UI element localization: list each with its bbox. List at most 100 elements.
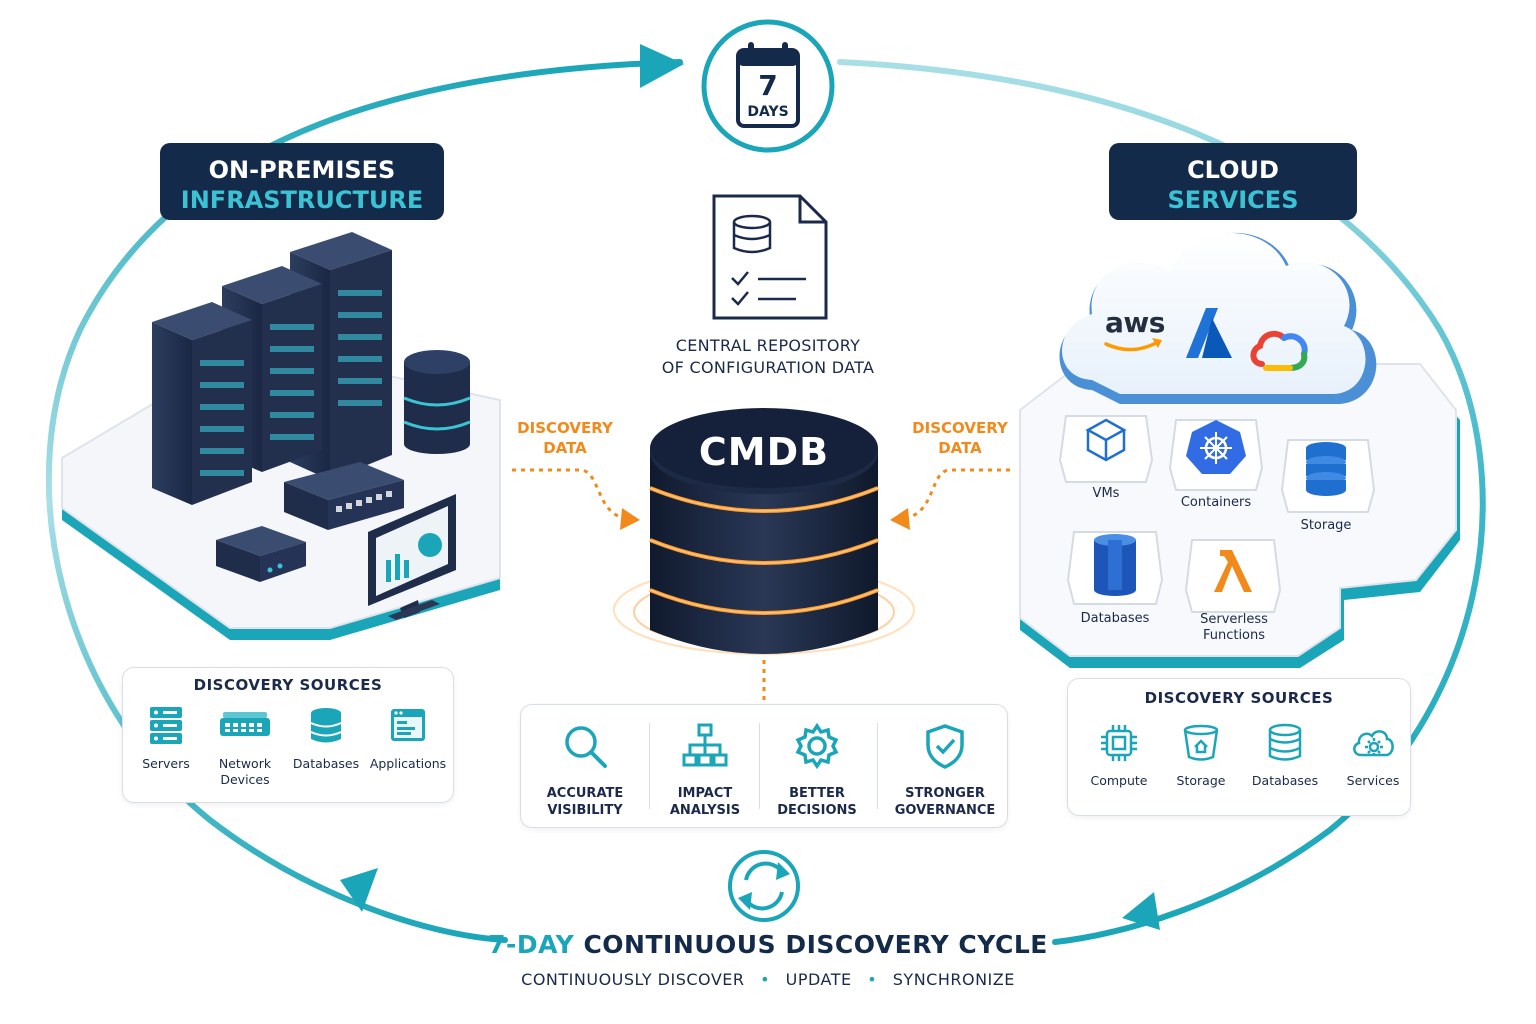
- database-icon: [1094, 534, 1136, 596]
- benefit-decisions: BETTER DECISIONS: [757, 722, 877, 819]
- repo-line1: CENTRAL REPOSITORY: [675, 336, 861, 355]
- benefit-governance-line1: STRONGER: [905, 786, 985, 801]
- benefit-visibility: ACCURATE VISIBILITY: [525, 723, 645, 819]
- source-servers-label: Servers: [142, 756, 190, 771]
- onprem-appliance: [216, 526, 306, 582]
- tile-serverless: [1184, 539, 1282, 613]
- source-services-label: Services: [1346, 773, 1400, 788]
- arrow-bottom-left-icon: [340, 868, 378, 912]
- discovery-arrow-right: [890, 468, 1010, 530]
- google-cloud-logo: [1250, 330, 1308, 371]
- calendar-badge: [701, 19, 835, 153]
- application-window-icon: [391, 709, 425, 741]
- step-separator-icon: •: [867, 970, 878, 989]
- onprem-switch: [284, 462, 404, 530]
- source-services: Services: [1328, 723, 1418, 789]
- cycle-ring: [45, 44, 1486, 945]
- arrow-bottom-right-icon: [1122, 892, 1160, 930]
- source-servers: Servers: [121, 706, 211, 772]
- cmdb-label: CMDB: [698, 430, 830, 474]
- step-separator-icon: •: [760, 970, 771, 989]
- magnifier-icon: [565, 726, 607, 768]
- discovery-right-line1: DISCOVERY: [912, 419, 1008, 437]
- azure-logo: [1186, 308, 1232, 358]
- source-network-devices: Network Devices: [200, 706, 290, 788]
- sync-icon: [728, 850, 800, 922]
- onprem-title-line1: ON-PREMISES: [208, 156, 396, 184]
- aws-logo: aws: [1105, 306, 1165, 339]
- cycle-step-discover: CONTINUOUSLY DISCOVER: [521, 970, 745, 989]
- benefits-panel: ACCURATE VISIBILITY IMPACT ANALYSIS BETT…: [520, 704, 1008, 828]
- benefit-visibility-label: ACCURATE VISIBILITY: [525, 785, 645, 819]
- cpu-chip-icon: [1101, 725, 1137, 761]
- cycle-title: 7-DAY CONTINUOUS DISCOVERY CYCLE: [0, 930, 1536, 959]
- source-compute-label: Compute: [1090, 773, 1148, 788]
- cube-icon: [1085, 418, 1127, 462]
- gear-icon: [795, 722, 839, 770]
- database-icon: [1268, 723, 1302, 761]
- tile-storage-label: Storage: [1300, 518, 1352, 533]
- discovery-data-right: DISCOVERY DATA: [900, 418, 1020, 458]
- tile-vms: [1058, 415, 1154, 483]
- storage-bucket-icon: [1183, 724, 1219, 761]
- cycle-title-rest: CONTINUOUS DISCOVERY CYCLE: [583, 930, 1048, 959]
- source-compute: Compute: [1074, 723, 1164, 789]
- benefit-visibility-line1: ACCURATE: [546, 786, 624, 801]
- source-network-label: Network Devices: [200, 756, 290, 788]
- cmdb-database: [596, 408, 932, 704]
- discovery-right-line2: DATA: [938, 439, 982, 457]
- hierarchy-icon: [682, 723, 728, 767]
- tile-databases-label: Databases: [1080, 611, 1150, 626]
- tile-databases: [1066, 531, 1164, 605]
- benefit-governance: STRONGER GOVERNANCE: [885, 723, 1005, 819]
- lambda-icon: [1214, 550, 1252, 592]
- storage-stack-icon: [1306, 442, 1346, 496]
- tile-containers: [1168, 419, 1264, 491]
- benefit-impact-line1: IMPACT: [677, 786, 733, 801]
- source-storage: Storage: [1156, 723, 1246, 789]
- source-cloud-databases-label: Databases: [1251, 773, 1319, 788]
- shield-check-icon: [926, 724, 964, 769]
- benefit-impact-label: IMPACT ANALYSIS: [645, 785, 765, 819]
- cycle-step-synchronize: SYNCHRONIZE: [892, 970, 1015, 989]
- cloud-gear-icon: [1353, 730, 1394, 757]
- tile-serverless-label: Serverless Functions: [1184, 612, 1284, 644]
- discovery-arrow-left: [512, 468, 640, 530]
- benefit-divider: [877, 723, 878, 809]
- cloud-sources-title: DISCOVERY SOURCES: [1144, 689, 1334, 707]
- tile-serverless-line2: Functions: [1202, 628, 1266, 643]
- network-switch-icon: [220, 712, 270, 736]
- aws-smile-icon: [1104, 338, 1162, 352]
- onprem-title-box: ON-PREMISES INFRASTRUCTURE: [160, 143, 444, 220]
- discovery-left-line1: DISCOVERY: [517, 419, 613, 437]
- cloud-title-line2: SERVICES: [1167, 186, 1299, 214]
- discovery-data-left: DISCOVERY DATA: [505, 418, 625, 458]
- repo-line2: OF CONFIGURATION DATA: [661, 358, 875, 377]
- onprem-monitor: [368, 494, 456, 620]
- onprem-database: [403, 350, 471, 454]
- server-stack-icon: [150, 707, 182, 744]
- benefit-governance-line2: GOVERNANCE: [894, 803, 996, 818]
- document-database-icon: [712, 194, 828, 320]
- benefit-decisions-line1: BETTER: [789, 786, 845, 801]
- source-network-line2: Devices: [220, 772, 270, 787]
- source-storage-label: Storage: [1176, 773, 1226, 788]
- tile-storage: [1280, 439, 1376, 513]
- calendar-icon: [736, 42, 800, 128]
- source-databases-label: Databases: [292, 756, 360, 771]
- benefit-visibility-line2: VISIBILITY: [547, 803, 623, 818]
- onprem-title-line2: INFRASTRUCTURE: [180, 186, 424, 214]
- onprem-sources-panel: DISCOVERY SOURCES Servers Network Device…: [122, 667, 454, 803]
- tile-serverless-line1: Serverless: [1200, 612, 1268, 627]
- benefit-impact: IMPACT ANALYSIS: [645, 723, 765, 819]
- cycle-title-highlight: 7-DAY: [488, 930, 575, 959]
- repo-caption: CENTRAL REPOSITORY OF CONFIGURATION DATA: [600, 335, 936, 379]
- discovery-left-line2: DATA: [543, 439, 587, 457]
- benefit-decisions-line2: DECISIONS: [777, 803, 857, 818]
- tile-containers-label: Containers: [1180, 495, 1252, 510]
- source-cloud-databases: Databases: [1240, 723, 1330, 789]
- database-icon: [310, 708, 342, 743]
- benefit-divider: [649, 723, 650, 809]
- benefit-decisions-label: BETTER DECISIONS: [757, 785, 877, 819]
